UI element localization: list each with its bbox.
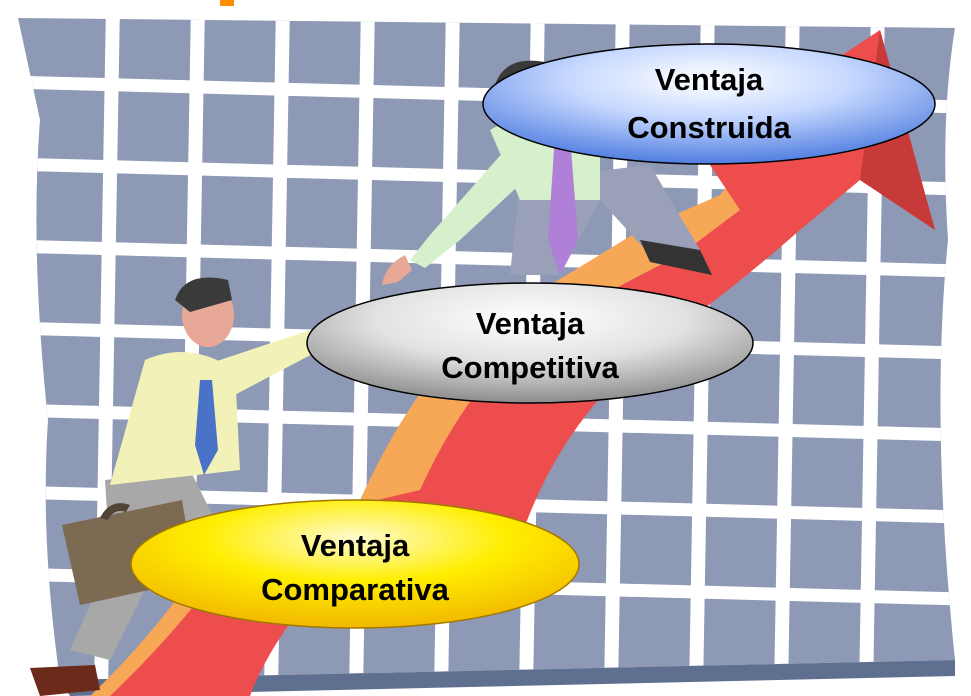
label-middle-line1: Ventaja <box>476 306 585 341</box>
ellipse-ventaja-comparativa: Ventaja Comparativa <box>130 499 580 629</box>
label-bottom-line1: Ventaja <box>301 528 410 563</box>
label-top-line2: Construida <box>627 110 791 145</box>
businessman-reaching-down-icon <box>382 60 712 285</box>
ellipse-ventaja-construida: Ventaja Construida <box>482 43 936 165</box>
label-top-line1: Ventaja <box>655 62 764 97</box>
ellipse-ventaja-competitiva: Ventaja Competitiva <box>306 282 754 404</box>
title-fragment <box>220 0 234 6</box>
label-middle-line2: Competitiva <box>441 350 619 385</box>
label-bottom-line2: Comparativa <box>261 572 450 607</box>
